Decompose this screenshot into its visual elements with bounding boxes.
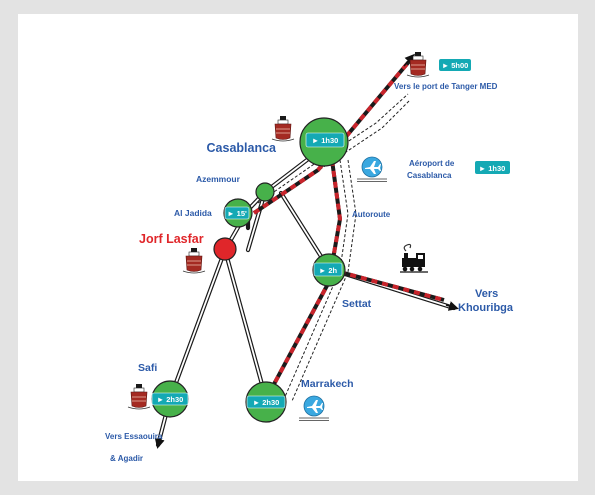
- transport-map: ► 1h30 ► 15' ► 2h ► 2h30 ► 2h30 ► 5h00 ►…: [105, 51, 514, 463]
- label-agadir: & Agadir: [110, 454, 143, 463]
- label-casablanca: Casablanca: [207, 141, 278, 155]
- node-al-jadida: ► 15': [223, 198, 253, 228]
- time-safi: ► 2h30: [157, 395, 184, 404]
- map-panel: ► 1h30 ► 15' ► 2h ► 2h30 ► 2h30 ► 5h00 ►…: [18, 14, 578, 481]
- time-airport: ► 1h30: [479, 164, 506, 173]
- time-al-jadida: ► 15': [227, 209, 247, 218]
- label-settat: Settat: [342, 298, 372, 310]
- label-marrakech: Marrakech: [301, 378, 354, 390]
- label-azemmour: Azemmour: [196, 174, 241, 184]
- node-marrakech: ► 2h30: [245, 381, 287, 423]
- label-airport-line2: Casablanca: [407, 171, 452, 180]
- label-safi: Safi: [138, 362, 157, 374]
- node-casablanca: ► 1h30: [299, 117, 349, 167]
- label-jorf-lasfar: Jorf Lasfar: [139, 232, 204, 246]
- airplane-icon: [298, 395, 330, 421]
- railway-lines: [252, 53, 445, 400]
- time-tanger: ► 5h00: [442, 61, 469, 70]
- badge-airport: ► 1h30: [475, 161, 510, 174]
- ship-icon: [406, 51, 430, 78]
- time-marrakech: ► 2h30: [253, 398, 280, 407]
- node-safi: ► 2h30: [151, 380, 189, 418]
- label-autoroute: Autoroute: [352, 210, 391, 219]
- airplane-icon: [356, 156, 388, 182]
- train-icon: [400, 243, 428, 273]
- label-khouribga: Khouribga: [458, 302, 514, 314]
- time-casablanca: ► 1h30: [312, 136, 339, 145]
- ship-icon: [271, 115, 295, 142]
- ship-icon: [182, 247, 206, 274]
- label-vers-essaouira: Vers Essaouira: [105, 432, 163, 441]
- label-airport-line1: Aéroport de: [409, 159, 455, 168]
- time-settat: ► 2h: [319, 266, 338, 275]
- node-jorf-lasfar: [213, 237, 237, 261]
- label-al-jadida: Al Jadida: [174, 208, 212, 218]
- label-tanger-med: Vers le port de Tanger MED: [394, 82, 498, 91]
- node-settat: ► 2h: [312, 253, 346, 287]
- node-azemmour: [255, 182, 275, 202]
- label-vers: Vers: [475, 288, 498, 300]
- ship-icon: [127, 383, 151, 410]
- badge-tanger: ► 5h00: [439, 59, 471, 71]
